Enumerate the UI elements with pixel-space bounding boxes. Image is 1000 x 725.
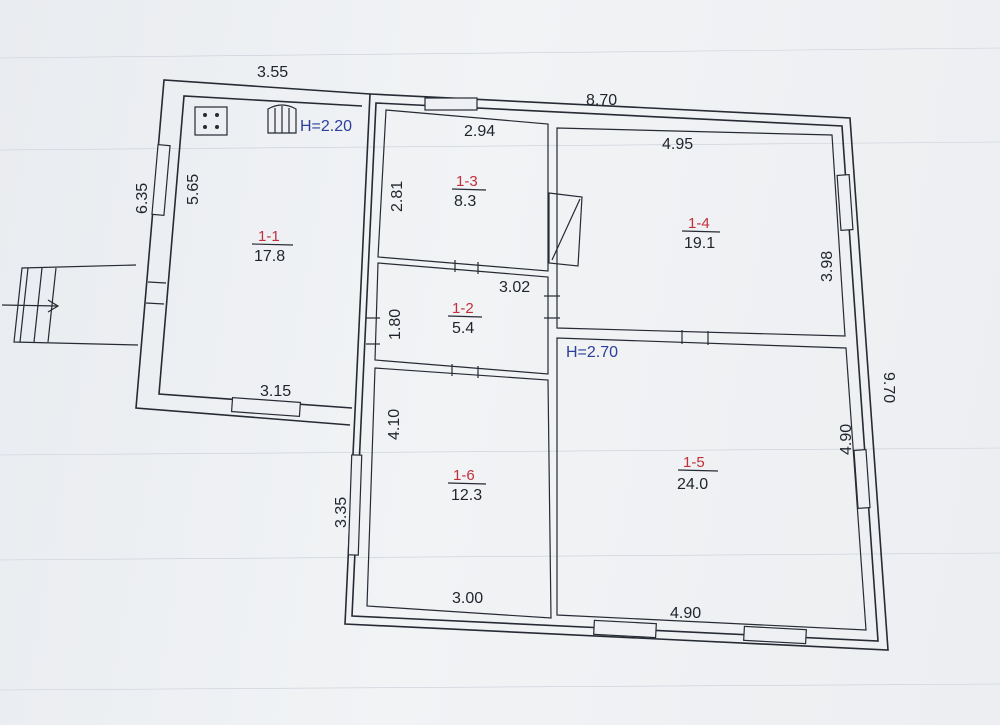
dim-kitchen-left: 6.35 — [134, 183, 151, 214]
room-1-2: 1-2 5.4 1.80 3.02 — [387, 279, 530, 340]
room-dim: 4.95 — [662, 136, 693, 153]
room-dim: 4.90 — [670, 605, 701, 622]
window — [743, 625, 807, 645]
room-area: 8.3 — [454, 193, 476, 210]
room-dim: 1.80 — [387, 309, 404, 340]
boiler-icon — [267, 104, 297, 134]
room-dim: 3.98 — [819, 251, 836, 282]
room-outline-1-5 — [556, 337, 867, 631]
dim-left-lower: 3.35 — [333, 497, 350, 528]
room-outline-1-3 — [377, 109, 549, 272]
room-id: 1-2 — [452, 300, 474, 317]
room-dim: 4.90 — [838, 424, 855, 455]
entrance-arrow-icon — [1, 299, 60, 313]
room-1-1: 1-1 17.8 5.65 3.15 — [185, 174, 294, 400]
room-1-6: 1-6 12.3 4.10 3.00 — [386, 409, 487, 607]
room-id: 1-3 — [456, 173, 478, 190]
window — [151, 143, 171, 217]
window — [593, 619, 657, 639]
room-dim: 3.00 — [452, 590, 483, 607]
dim-main-top: 8.70 — [586, 92, 617, 109]
room-dim: 3.15 — [260, 383, 291, 400]
room-dim: 3.02 — [499, 279, 530, 296]
room-outline-1-4 — [556, 127, 846, 337]
window — [836, 174, 854, 231]
room-1-3: 1-3 8.3 2.94 2.81 — [389, 123, 495, 212]
main-walls — [344, 93, 889, 651]
stove — [548, 192, 583, 267]
windows — [151, 97, 871, 645]
window — [424, 97, 478, 111]
room-area: 12.3 — [451, 487, 482, 504]
doors — [145, 260, 709, 378]
room-area: 19.1 — [684, 235, 715, 252]
room-dim: 2.81 — [389, 181, 406, 212]
window — [230, 397, 302, 417]
height-main: H=2.70 — [566, 344, 618, 361]
dim-kitchen-top: 3.55 — [257, 64, 288, 81]
room-id: 1-1 — [258, 228, 280, 245]
window — [347, 454, 363, 556]
room-outlines — [366, 109, 867, 631]
window — [853, 449, 871, 509]
paper-grid — [0, 47, 1000, 691]
room-area: 17.8 — [254, 248, 285, 265]
dim-main-right: 9.70 — [880, 372, 897, 403]
room-dim: 4.10 — [386, 409, 403, 440]
room-dim: 5.65 — [185, 174, 202, 205]
room-1-5: 1-5 24.0 4.90 4.90 — [670, 424, 855, 622]
height-kitchen: H=2.20 — [300, 118, 352, 135]
room-1-4: 1-4 19.1 4.95 3.98 — [662, 136, 836, 282]
room-outline-1-6 — [366, 367, 552, 619]
room-id: 1-5 — [683, 454, 705, 471]
room-outline-1-2 — [374, 262, 549, 375]
room-area: 24.0 — [677, 476, 708, 493]
room-dim: 2.94 — [464, 123, 495, 140]
room-area: 5.4 — [452, 320, 474, 337]
cooker-icon — [194, 106, 228, 136]
room-id: 1-6 — [453, 467, 475, 484]
room-id: 1-4 — [688, 215, 710, 232]
